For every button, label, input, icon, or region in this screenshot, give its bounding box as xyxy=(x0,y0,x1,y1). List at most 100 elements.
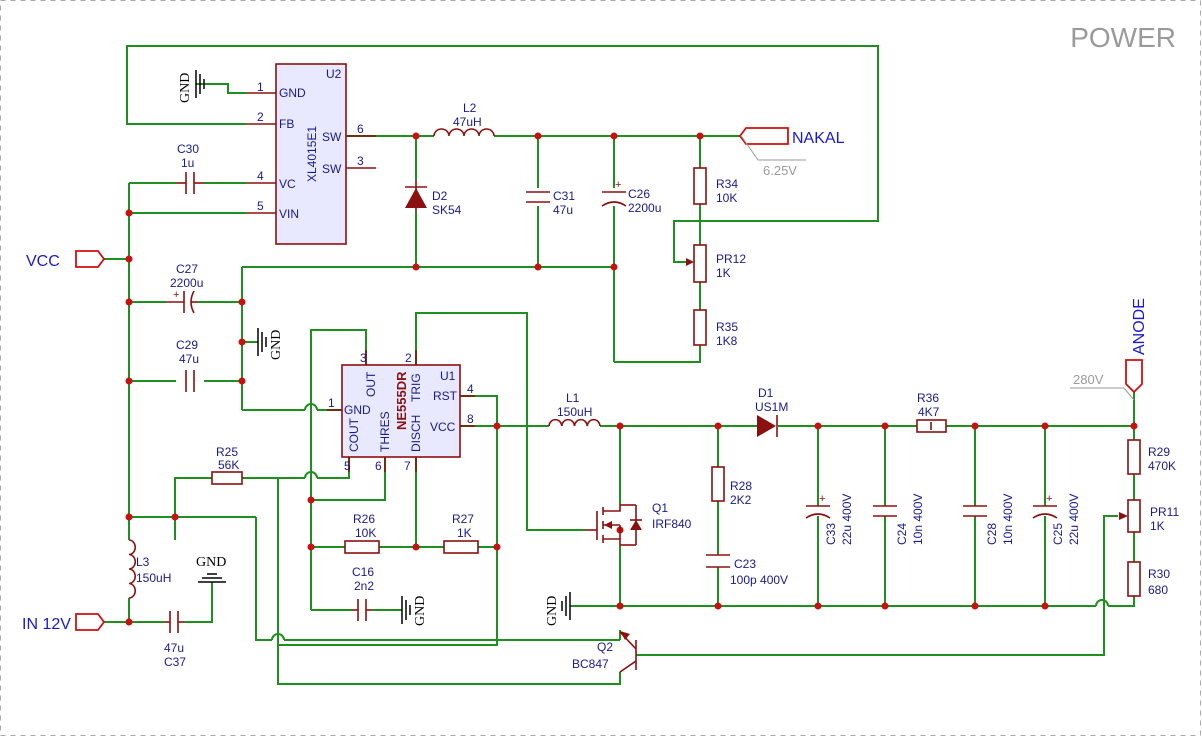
inductor-l3[interactable]: L3 150uH xyxy=(128,539,171,599)
capacitor-c28[interactable]: C28 10n 400V xyxy=(963,494,1015,545)
junctions xyxy=(125,132,1138,626)
r26-value: 10K xyxy=(355,526,376,540)
r29-value: 470K xyxy=(1148,459,1176,473)
c16-value: 2n2 xyxy=(354,579,374,593)
r36-value: 4K7 xyxy=(918,405,940,419)
r34-ref: R34 xyxy=(716,177,738,191)
resistor-r26[interactable]: R26 10K xyxy=(344,512,380,554)
u1-pin1-name: GND xyxy=(344,403,371,417)
resistor-r28[interactable]: R28 2K2 xyxy=(711,466,752,507)
u1-pin4-name: RST xyxy=(433,389,458,403)
diode-d1[interactable]: D1 US1M xyxy=(755,386,788,437)
r27-ref: R27 xyxy=(452,512,474,526)
port-vcc[interactable]: VCC xyxy=(26,250,106,270)
resistor-r36[interactable]: R36 4K7 xyxy=(916,391,947,433)
u1-pin6-name: THRES xyxy=(378,411,392,452)
bjt-q2[interactable]: Q2 BC847 xyxy=(572,631,637,673)
pr11-ref: PR11 xyxy=(1150,505,1179,519)
l1-value: 150uH xyxy=(557,405,592,419)
c23-ref: C23 xyxy=(734,557,756,571)
r28-ref: R28 xyxy=(730,479,752,493)
c28-ref: C28 xyxy=(985,523,999,545)
gnd-label: GND xyxy=(178,73,193,103)
capacitor-c16[interactable] xyxy=(352,599,372,621)
u1-name: NE555DR xyxy=(394,371,409,430)
l1-ref: L1 xyxy=(566,391,580,405)
capacitor-c31[interactable] xyxy=(526,191,550,203)
resistor-r34[interactable]: R34 10K xyxy=(693,167,738,205)
c24-ref: C24 xyxy=(895,523,909,545)
c28-value: 10n 400V xyxy=(1001,494,1015,545)
inductor-l1[interactable]: L1 150uH xyxy=(548,391,601,427)
ground-symbol-hv: GND xyxy=(545,592,571,626)
capacitor-c29[interactable] xyxy=(185,370,195,392)
ic-u1[interactable]: 1 GND 5 COUT 6 THRES 3 OUT 2 TRIG 7 DISC… xyxy=(327,350,475,473)
c31-value: 47u xyxy=(553,203,573,217)
u1-pin8-num: 8 xyxy=(467,412,474,426)
port-anode-label: ANODE xyxy=(1131,298,1148,355)
u1-ref: U1 xyxy=(440,369,456,383)
u2-ref: U2 xyxy=(326,67,342,81)
capacitor-c26[interactable]: + xyxy=(601,179,627,207)
u1-pin4-num: 4 xyxy=(467,382,474,396)
r30-value: 680 xyxy=(1148,583,1168,597)
u2-pin1-name: GND xyxy=(279,86,306,100)
r36-ref: R36 xyxy=(917,391,939,405)
u1-pin3-name: OUT xyxy=(364,371,378,397)
c24-value: 10n 400V xyxy=(911,494,925,545)
gnd-label: GND xyxy=(413,596,428,626)
u1-pin5-name: COUT xyxy=(347,417,361,452)
pr12-ref: PR12 xyxy=(716,252,746,266)
capacitor-c23[interactable] xyxy=(706,554,730,568)
port-nakal[interactable]: NAKAL 6.25V xyxy=(738,127,845,178)
u1-pin8-name: VCC xyxy=(430,420,456,434)
c16-ref: C16 xyxy=(352,565,374,579)
capacitor-c30[interactable] xyxy=(176,172,204,194)
r28-value: 2K2 xyxy=(730,493,752,507)
l2-value: 47uH xyxy=(453,115,482,129)
u2-pin3-name: SW xyxy=(322,162,342,176)
u1-pin2-num: 2 xyxy=(405,351,412,365)
gnd-label: GND xyxy=(545,596,560,626)
d2-ref: D2 xyxy=(432,189,448,203)
c29-value: 47u xyxy=(179,352,199,366)
svg-text:+: + xyxy=(1046,493,1052,505)
resistor-r35[interactable]: R35 1K8 xyxy=(693,309,738,348)
d1-value: US1M xyxy=(755,400,788,414)
u2-pin1-num: 1 xyxy=(257,80,264,94)
c25-ref: C25 xyxy=(1051,523,1065,545)
potentiometer-pr11[interactable]: PR11 1K xyxy=(1119,499,1179,533)
capacitor-c25[interactable]: + C25 22u 400V xyxy=(1032,493,1081,545)
r35-ref: R35 xyxy=(716,320,738,334)
resistor-r29[interactable]: R29 470K xyxy=(1127,439,1176,475)
inductor-l2[interactable]: L2 47uH xyxy=(433,101,495,137)
r34-value: 10K xyxy=(716,191,737,205)
capacitor-c24[interactable]: C24 10n 400V xyxy=(873,494,925,545)
port-vcc-label: VCC xyxy=(26,253,60,270)
r25-value: 56K xyxy=(218,458,239,472)
u2-pin6-name: SW xyxy=(322,130,342,144)
capacitor-c37[interactable] xyxy=(164,611,184,633)
nakal-voltage-note: 6.25V xyxy=(763,163,797,178)
u2-pin6-num: 6 xyxy=(357,122,364,136)
capacitor-c33[interactable]: + C33 22u 400V xyxy=(805,493,854,545)
capacitor-c27[interactable]: + xyxy=(166,289,198,314)
pr11-value: 1K xyxy=(1150,519,1165,533)
resistor-r25[interactable]: R25 56K xyxy=(211,445,243,485)
mosfet-q1[interactable]: Q1 IRF840 xyxy=(585,501,692,546)
resistor-r27[interactable]: R27 1K xyxy=(443,512,479,554)
port-in12v[interactable]: IN 12V xyxy=(22,613,106,633)
diode-d2[interactable]: D2 SK54 xyxy=(405,180,462,217)
d1-ref: D1 xyxy=(758,386,774,400)
c37-ref: C37 xyxy=(164,655,186,669)
c29-ref: C29 xyxy=(176,338,198,352)
potentiometer-pr12[interactable]: PR12 1K xyxy=(686,244,746,283)
port-anode[interactable]: ANODE 280V xyxy=(1070,298,1148,401)
u2-pin2-name: FB xyxy=(279,117,294,131)
resistor-r30[interactable]: R30 680 xyxy=(1127,561,1170,597)
u1-pin7-num: 7 xyxy=(404,459,411,473)
anode-voltage-note: 280V xyxy=(1073,372,1104,387)
ic-u2[interactable]: 1 GND 2 FB 4 VC 5 VIN 6 SW 3 SW U2 XL401… xyxy=(246,63,376,245)
